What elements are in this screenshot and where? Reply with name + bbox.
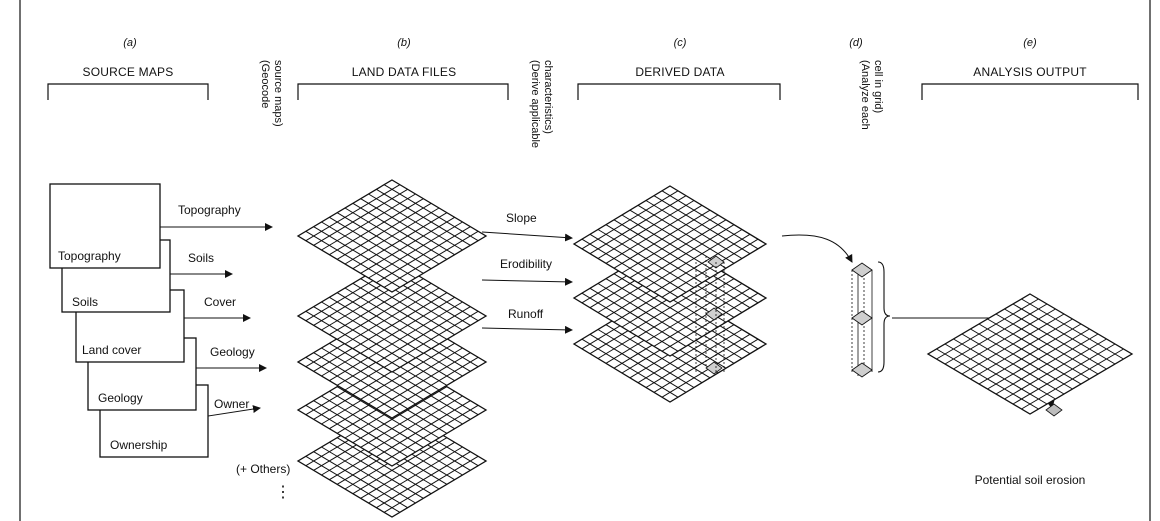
panel-a-bracket — [47, 83, 209, 100]
panel-d-header: (d) — [849, 37, 863, 49]
cell-runoff — [705, 361, 723, 375]
panel-b-letter: (b) — [397, 37, 411, 49]
panel-b-bracket — [297, 83, 509, 100]
file-label-soils: Soils — [188, 251, 214, 265]
step-analyze: (Analyze each cell in grid) — [859, 60, 884, 130]
extracted-cell-2 — [851, 310, 873, 326]
source-map-stack: Ownership Geology Land cover Soils Topog… — [49, 183, 209, 458]
extracted-cell-3 — [851, 362, 873, 378]
panel-e-title: ANALYSIS OUTPUT — [973, 65, 1087, 79]
analysis-output-grid — [926, 293, 1134, 415]
geocode-arrows: Topography Soils Cover Geology Owner — [160, 203, 273, 418]
source-map-soils-label: Soils — [72, 295, 98, 309]
derive-arrow-erodibility: Erodibility — [481, 257, 573, 286]
file-arrow-geology: Geology — [196, 345, 267, 372]
cell-column — [695, 255, 725, 375]
step-analyze-line1: (Analyze each — [859, 60, 871, 130]
file-arrow-owner: Owner — [207, 397, 261, 418]
land-grid-topography — [296, 179, 488, 293]
source-map-topography-label: Topography — [58, 249, 121, 263]
panel-e-bracket — [921, 83, 1139, 100]
file-label-cover: Cover — [204, 295, 236, 309]
panel-c-header: (c) DERIVED DATA — [577, 37, 781, 100]
output-cell — [1045, 403, 1063, 417]
source-map-geology-label: Geology — [98, 391, 143, 405]
derive-arrow-runoff: Runoff — [481, 307, 573, 334]
derive-arrow-slope: Slope — [481, 211, 573, 242]
file-arrow-soils: Soils — [170, 251, 233, 278]
file-label-geology: Geology — [210, 345, 255, 359]
step-analyze-line2: cell in grid) — [872, 60, 884, 113]
step-derive: (Derive applicable characteristics) — [529, 60, 554, 148]
derived-label-runoff: Runoff — [508, 307, 544, 321]
cell-erodibility — [705, 307, 723, 321]
output-grid-layer — [926, 293, 1134, 415]
extracted-cell-brace — [877, 261, 891, 373]
panel-e-letter: (e) — [1023, 37, 1037, 49]
land-grid-soils — [296, 259, 488, 373]
panel-d-letter: (d) — [849, 37, 863, 49]
land-data-file-grids — [296, 179, 488, 518]
panel-b-header: (b) LAND DATA FILES — [297, 37, 509, 100]
panel-c-letter: (c) — [674, 37, 687, 49]
step-geocode-line1: (Geocode — [259, 60, 271, 108]
file-arrow-cover: Cover — [184, 295, 251, 322]
step-geocode: (Geocode source maps) — [259, 60, 284, 127]
derived-label-slope: Slope — [506, 211, 537, 225]
panel-b-title: LAND DATA FILES — [352, 65, 457, 79]
source-map-land-cover-label: Land cover — [82, 343, 141, 357]
panel-a-title: SOURCE MAPS — [83, 65, 174, 79]
panel-c-bracket — [577, 83, 781, 100]
panel-c-title: DERIVED DATA — [635, 65, 724, 79]
step-geocode-line2: source maps) — [272, 60, 284, 127]
file-label-owner: Owner — [214, 397, 249, 411]
extract-arrow — [781, 234, 853, 263]
file-arrow-topography: Topography — [160, 203, 273, 231]
extracted-cell-1 — [851, 262, 873, 278]
output-label: Potential soil erosion — [975, 473, 1086, 487]
continuation-dots: ⋮ — [275, 484, 291, 501]
panel-a-letter: (a) — [123, 37, 137, 49]
step-derive-line1: (Derive applicable — [529, 60, 541, 148]
source-map-topography: Topography — [49, 183, 161, 269]
derived-data-grids — [572, 185, 768, 403]
panel-e-header: (e) ANALYSIS OUTPUT — [921, 37, 1139, 100]
others-label: (+ Others) — [236, 462, 290, 476]
extracted-cell-stack — [851, 261, 891, 378]
file-label-topography: Topography — [178, 203, 241, 217]
panel-a-header: (a) SOURCE MAPS — [47, 37, 209, 100]
derive-arrows: Slope Erodibility Runoff — [481, 211, 573, 334]
derived-label-erodibility: Erodibility — [500, 257, 552, 271]
step-derive-line2: characteristics) — [542, 60, 554, 134]
source-map-ownership-label: Ownership — [110, 438, 168, 452]
derived-grid-slope — [572, 185, 768, 303]
